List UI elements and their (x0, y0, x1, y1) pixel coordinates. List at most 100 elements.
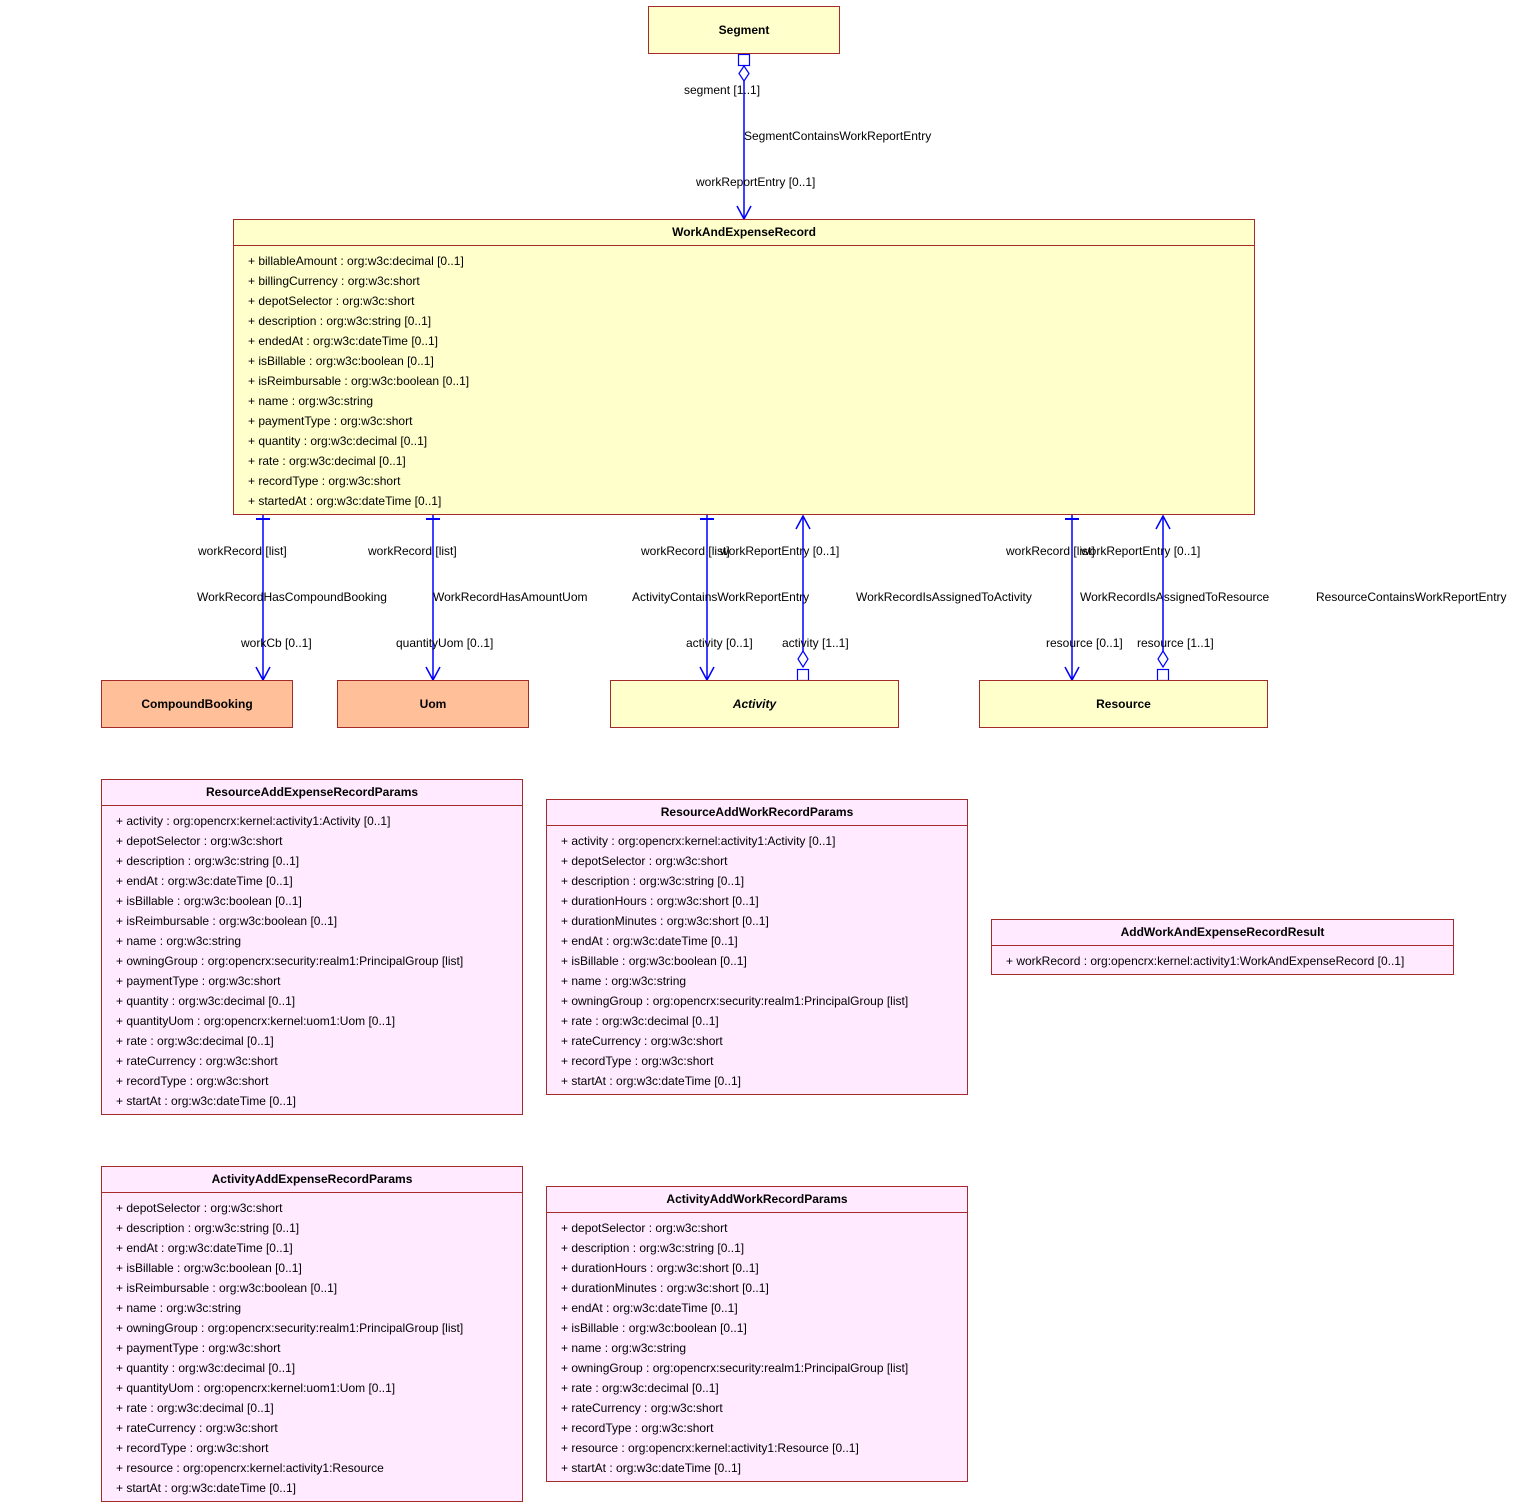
class-resource-name: Resource (1096, 697, 1151, 711)
attribute-list: + workRecord : org:opencrx:kernel:activi… (992, 946, 1453, 971)
attribute-row: + quantity : org:w3c:decimal [0..1] (248, 434, 428, 448)
attribute-row: + isReimbursable : org:w3c:boolean [0..1… (248, 374, 470, 388)
attribute-list: + activity : org:opencrx:kernel:activity… (547, 826, 967, 1091)
class-work-and-expense-record[interactable]: WorkAndExpenseRecord + billableAmount : … (233, 219, 1255, 515)
class-resource-add-expense-record-params[interactable]: ResourceAddExpenseRecordParams + activit… (101, 779, 523, 1115)
label-uom-target-role: quantityUom [0..1] (396, 636, 493, 650)
attribute-row: + description : org:w3c:string [0..1] (561, 1241, 745, 1255)
edge-resource-contains-work-report-entry[interactable] (1155, 514, 1171, 682)
attribute-row: + durationHours : org:w3c:short [0..1] (561, 1261, 759, 1275)
attribute-row: + rate : org:w3c:decimal [0..1] (561, 1014, 719, 1028)
class-activity-add-work-record-params-name: ActivityAddWorkRecordParams (547, 1187, 967, 1213)
attribute-row: + description : org:w3c:string [0..1] (116, 1221, 300, 1235)
label-resource-assoc-name: WorkRecordIsAssignedToResource (1080, 590, 1270, 604)
attribute-row: + durationMinutes : org:w3c:short [0..1] (561, 914, 769, 928)
attribute-row: + name : org:w3c:string (248, 394, 374, 408)
label-segment-target-role: workReportEntry [0..1] (695, 175, 815, 189)
edge-work-record-is-assigned-to-resource[interactable] (1064, 515, 1080, 682)
attribute-row: + startAt : org:w3c:dateTime [0..1] (116, 1094, 296, 1108)
attribute-row: + depotSelector : org:w3c:short (561, 1221, 728, 1235)
attribute-row: + rateCurrency : org:w3c:short (561, 1034, 723, 1048)
label-resource-contains-target-role: workReportEntry [0..1] (1080, 544, 1200, 558)
class-activity-add-work-record-params[interactable]: ActivityAddWorkRecordParams + depotSelec… (546, 1186, 968, 1482)
class-uom[interactable]: Uom (337, 680, 529, 728)
attribute-row: + isBillable : org:w3c:boolean [0..1] (248, 354, 434, 368)
attribute-row: + rateCurrency : org:w3c:short (116, 1421, 278, 1435)
attribute-row: + endAt : org:w3c:dateTime [0..1] (116, 874, 293, 888)
class-activity[interactable]: Activity (610, 680, 899, 728)
label-uom-source-role: workRecord [list] (367, 544, 457, 558)
attribute-row: + name : org:w3c:string (116, 1301, 242, 1315)
attribute-list: + activity : org:opencrx:kernel:activity… (102, 806, 522, 1111)
label-activity-contains-assoc-name: ActivityContainsWorkReportEntry (632, 590, 809, 604)
attribute-row: + description : org:w3c:string [0..1] (248, 314, 432, 328)
attribute-row: + quantityUom : org:opencrx:kernel:uom1:… (116, 1381, 396, 1395)
attribute-row: + isBillable : org:w3c:boolean [0..1] (561, 954, 747, 968)
attribute-list: + billableAmount : org:w3c:decimal [0..1… (234, 246, 1254, 511)
attribute-row: + rate : org:w3c:decimal [0..1] (116, 1401, 274, 1415)
attribute-row: + rate : org:w3c:decimal [0..1] (116, 1034, 274, 1048)
label-resource-contains-source-role: resource [1..1] (1137, 636, 1214, 650)
attribute-list: + depotSelector : org:w3c:short + descrip… (547, 1213, 967, 1478)
label-segment-role: segment [1..1] (684, 83, 760, 97)
attribute-row: + owningGroup : org:opencrx:security:rea… (116, 1321, 464, 1335)
label-activity-assoc-name: WorkRecordIsAssignedToActivity (856, 590, 1032, 604)
class-uom-name: Uom (419, 697, 447, 711)
attribute-row: + recordType : org:w3c:short (561, 1054, 714, 1068)
class-activity-name: Activity (732, 697, 777, 711)
attribute-row: + recordType : org:w3c:short (116, 1074, 269, 1088)
label-resource-contains-assoc-name: ResourceContainsWorkReportEntry (1316, 590, 1507, 604)
class-resource-add-work-record-params[interactable]: ResourceAddWorkRecordParams + activity :… (546, 799, 968, 1095)
attribute-row: + startAt : org:w3c:dateTime [0..1] (561, 1461, 741, 1475)
class-resource-add-work-record-params-name: ResourceAddWorkRecordParams (547, 800, 967, 826)
attribute-row: + name : org:w3c:string (116, 934, 242, 948)
class-compound-booking-name: CompoundBooking (141, 697, 253, 711)
class-segment[interactable]: Segment (648, 6, 840, 54)
attribute-row: + resource : org:opencrx:kernel:activity… (561, 1441, 859, 1455)
attribute-row: + recordType : org:w3c:short (116, 1441, 269, 1455)
label-activity-source-role: workRecord [list] (640, 544, 730, 558)
class-work-and-expense-record-name: WorkAndExpenseRecord (234, 220, 1254, 246)
attribute-row: + rateCurrency : org:w3c:short (116, 1054, 278, 1068)
attribute-row: + quantityUom : org:opencrx:kernel:uom1:… (116, 1014, 396, 1028)
edge-segment-contains-work-report-entry[interactable] (736, 53, 752, 221)
attribute-row: + owningGroup : org:opencrx:security:rea… (561, 994, 909, 1008)
attribute-row: + activity : org:opencrx:kernel:activity… (116, 814, 391, 828)
attribute-row: + isBillable : org:w3c:boolean [0..1] (561, 1321, 747, 1335)
attribute-row: + isReimbursable : org:w3c:boolean [0..1… (116, 1281, 338, 1295)
label-activity-target-role: activity [0..1] (686, 636, 753, 650)
attribute-row: + description : org:w3c:string [0..1] (116, 854, 300, 868)
attribute-row: + depotSelector : org:w3c:short (116, 1201, 283, 1215)
attribute-row: + owningGroup : org:opencrx:security:rea… (116, 954, 464, 968)
label-segment-assoc-name: SegmentContainsWorkReportEntry (744, 129, 931, 143)
label-activity-contains-target-role: workReportEntry [0..1] (719, 544, 839, 558)
attribute-row: + description : org:w3c:string [0..1] (561, 874, 745, 888)
class-resource-add-expense-record-params-name: ResourceAddExpenseRecordParams (102, 780, 522, 806)
label-resource-target-role: resource [0..1] (1046, 636, 1123, 650)
attribute-row: + endedAt : org:w3c:dateTime [0..1] (248, 334, 438, 348)
label-uom-assoc-name: WorkRecordHasAmountUom (433, 590, 588, 604)
attribute-row: + owningGroup : org:opencrx:security:rea… (561, 1361, 909, 1375)
attribute-row: + quantity : org:w3c:decimal [0..1] (116, 994, 296, 1008)
attribute-row: + isBillable : org:w3c:boolean [0..1] (116, 1261, 302, 1275)
attribute-row: + depotSelector : org:w3c:short (561, 854, 728, 868)
attribute-row: + endAt : org:w3c:dateTime [0..1] (116, 1241, 293, 1255)
class-compound-booking[interactable]: CompoundBooking (101, 680, 293, 728)
class-add-work-and-expense-record-result[interactable]: AddWorkAndExpenseRecordResult + workReco… (991, 919, 1454, 975)
attribute-row: + endAt : org:w3c:dateTime [0..1] (561, 1301, 738, 1315)
attribute-row: + recordType : org:w3c:short (561, 1421, 714, 1435)
class-resource[interactable]: Resource (979, 680, 1268, 728)
attribute-row: + endAt : org:w3c:dateTime [0..1] (561, 934, 738, 948)
attribute-row: + rate : org:w3c:decimal [0..1] (561, 1381, 719, 1395)
attribute-row: + activity : org:opencrx:kernel:activity… (561, 834, 836, 848)
class-add-work-and-expense-record-result-name: AddWorkAndExpenseRecordResult (992, 920, 1453, 946)
attribute-row: + isReimbursable : org:w3c:boolean [0..1… (116, 914, 338, 928)
attribute-row: + paymentType : org:w3c:short (116, 974, 281, 988)
edge-activity-contains-work-report-entry[interactable] (795, 514, 811, 682)
attribute-row: + startAt : org:w3c:dateTime [0..1] (561, 1074, 741, 1088)
attribute-row: + isBillable : org:w3c:boolean [0..1] (116, 894, 302, 908)
class-activity-add-expense-record-params[interactable]: ActivityAddExpenseRecordParams + depotSe… (101, 1166, 523, 1502)
attribute-row: + paymentType : org:w3c:short (116, 1341, 281, 1355)
attribute-row: + billingCurrency : org:w3c:short (248, 274, 420, 288)
